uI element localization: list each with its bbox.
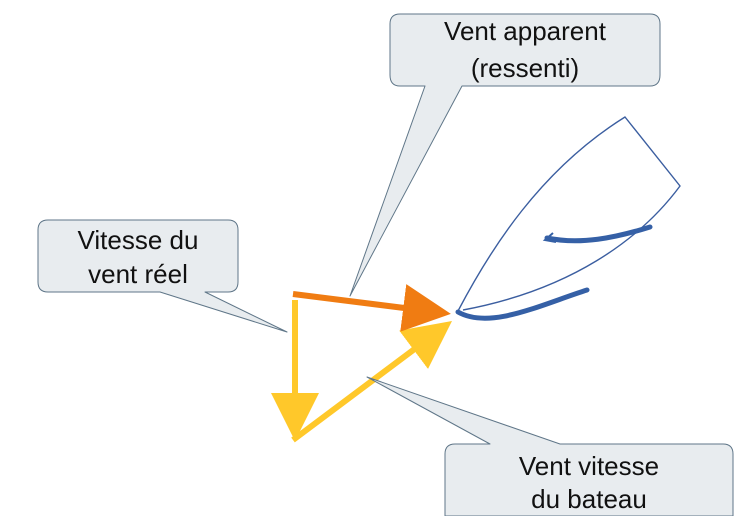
callout-boat-speed-wind: Vent vitesse du bateau [366,376,734,516]
sail-foot-curve [455,287,590,321]
callout-true-wind: Vitesse du vent réel [37,219,288,333]
callout-boat-speed-wind-line1: Vent vitesse [519,451,659,481]
callout-true-wind-line2: vent réel [88,259,188,289]
callout-true-wind-line1: Vitesse du [78,225,199,255]
sail-outline [457,116,681,312]
callout-boat-speed-wind-line2: du bateau [531,484,647,514]
callout-apparent-wind-line1: Vent apparent [444,16,607,46]
callout-apparent-wind: Vent apparent (ressenti) [349,13,661,297]
telltale-tip [542,232,557,243]
callout-apparent-wind-bubble [349,13,661,297]
wind-vectors [271,284,453,443]
callout-boat-speed-wind-bubble [366,376,734,516]
telltale [544,224,653,244]
sail [455,116,681,321]
apparent-wind-vector [292,284,451,332]
callout-true-wind-bubble [37,219,288,333]
callout-apparent-wind-line2: (ressenti) [471,53,579,83]
boat-speed-wind-vector [291,321,453,443]
